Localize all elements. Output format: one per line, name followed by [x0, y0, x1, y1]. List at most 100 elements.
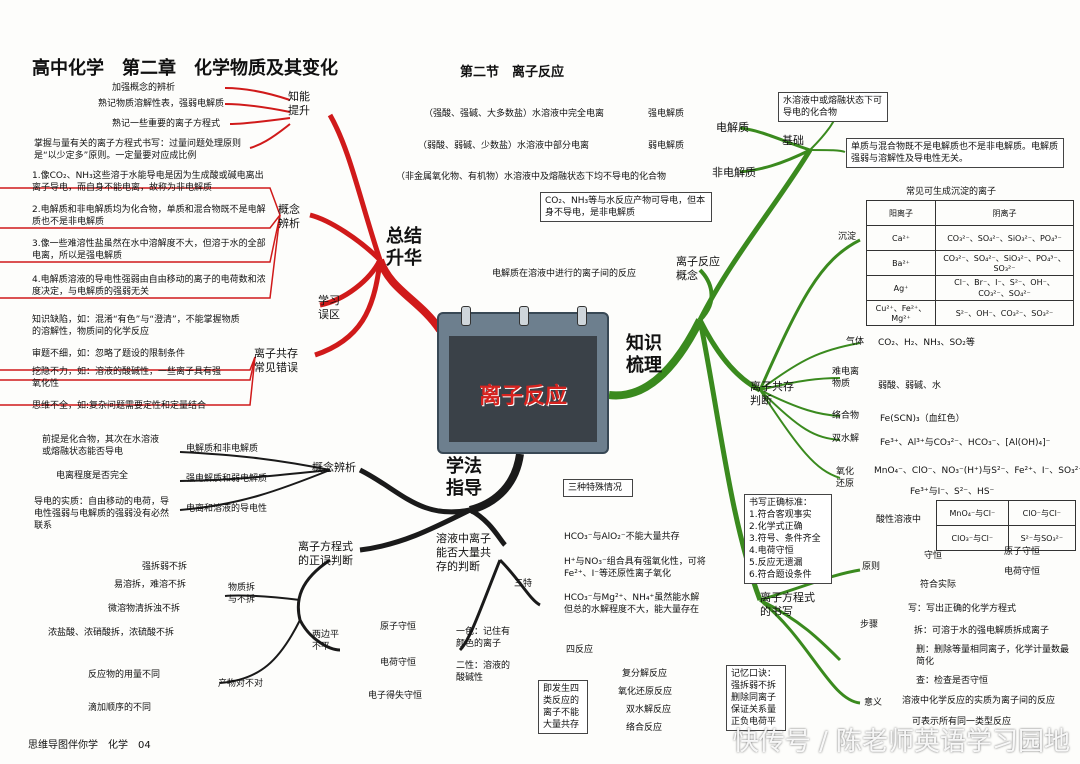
acid-cell: ClO⁻与Cl⁻ — [1007, 500, 1077, 526]
concept-item: 4.电解质溶液的导电性强弱由自由移动的离子的电荷数和浓度决定，与电解质的强弱无关 — [32, 275, 266, 297]
method-concept-name: 强电解质和弱电解质 — [186, 474, 268, 484]
fact-label: 符合实际 — [920, 580, 957, 590]
error-item: 思维不全，如:复杂问题需要定性和定量结合 — [32, 401, 207, 411]
method-concept-desc: 电离程度是否完全 — [56, 471, 129, 481]
coexist-label: 离子共存 判断 — [750, 380, 794, 407]
method-concept-desc: 导电的实质：自由移动的电荷，导电性强弱与电解质的强弱没有必然联系 — [34, 497, 170, 531]
strong-desc: （强酸、强碱、大多数盐）水溶液中完全电离 — [424, 109, 605, 119]
balance-label: 两边平 不平 — [312, 630, 340, 652]
special-item: HCO₃⁻与Mg²⁺、NH₄⁺虽然能水解但总的水解程度不大，能大量存在 — [564, 593, 700, 615]
conserve-item: 原子守恒 — [1004, 547, 1041, 557]
weak-sub-desc: 弱酸、弱碱、水 — [878, 381, 942, 391]
watermark: 快传号 / 陈老师英语学习园地 — [732, 727, 1070, 757]
mistakes-label: 学习 误区 — [318, 294, 340, 321]
concept-item: 1.像CO₂、NH₃这些溶于水能导电是因为生成酸或碱电离出离子导电，而自身不能电… — [32, 171, 264, 193]
method-concept-desc: 前提是化合物，其次在水溶液或熔融状态能否导电 — [42, 435, 160, 457]
balance-item: 原子守恒 — [380, 622, 417, 632]
mnemonic-box: 记忆口诀： 强拆弱不拆 删除同离子 保证关系量 正负电荷平 — [726, 665, 786, 731]
steps-label: 步骤 — [860, 620, 879, 630]
meaning-item: 溶液中化学反应的实质为离子间的反应 — [902, 696, 1056, 706]
precip-table: 阳离子阴离子 Ca²⁺CO₃²⁻、SO₄²⁻、SiO₃²⁻、PO₄³⁻ Ba²⁺… — [866, 200, 1075, 326]
coexist-judge-label: 溶液中离子 能否大量共 存的判断 — [436, 532, 491, 573]
meaning-label: 意义 — [864, 698, 883, 708]
hydro-label: 双水解 — [832, 434, 860, 444]
ability-item: 熟记物质溶解性表，强弱电解质 — [98, 99, 225, 109]
acid-cell: ClO₃⁻与Cl⁻ — [936, 525, 1009, 551]
precip-head: 阳离子 — [866, 200, 936, 226]
four-note: 即发生四类反应的离子不能大量共存 — [538, 680, 588, 734]
knowledge-label: 知识 梳理 — [626, 333, 662, 376]
step-item: 查：检查是否守恒 — [916, 676, 989, 686]
basic-label: 基础 — [782, 134, 804, 147]
acid-cell: S²⁻与SO₃²⁻ — [1007, 525, 1077, 551]
acid-cell: MnO₄⁻与Cl⁻ — [936, 500, 1009, 526]
precip-anion: S²⁻、OH⁻、CO₃²⁻、SO₃²⁻ — [934, 300, 1075, 326]
amount-item: 滴加顺序的不同 — [88, 703, 152, 713]
four-item: 复分解反应 — [622, 669, 668, 679]
gas-desc: CO₂、H₂、NH₃、SO₂等 — [878, 338, 975, 348]
footer-text: 思维导图伴你学 化学 04 — [28, 740, 151, 751]
redox-line: MnO₄⁻、ClO⁻、NO₃⁻(H⁺)与S²⁻、Fe²⁺、I⁻、SO₃²⁻ — [874, 466, 1080, 476]
center-label: 离子反应 — [478, 384, 567, 409]
strong-label: 强电解质 — [648, 109, 685, 119]
error-item: 审题不细，如：忽略了题设的限制条件 — [32, 349, 186, 359]
abilities-label: 知能 提升 — [288, 90, 310, 117]
concept-node-label: 离子反应 概念 — [676, 255, 720, 282]
split-label: 物质拆 与不拆 — [228, 583, 256, 605]
nonelectrolyte-desc: （非金属氧化物、有机物）水溶液中及熔融状态下均不导电的化合物 — [396, 172, 667, 182]
concept-item: 2.电解质和非电解质均为化合物，单质和混合物既不是电解质也不是非电解质 — [32, 205, 266, 227]
step-item: 拆：可溶于水的强电解质拆成离子 — [914, 626, 1050, 636]
method-concept-name: 电离和溶液的导电性 — [186, 504, 268, 514]
color-item: 一色：记住有颜色的离子 — [456, 627, 511, 649]
binder-ring-icon — [461, 306, 471, 326]
section-title: 第二节 离子反应 — [460, 65, 565, 80]
amount-label: 产物对不对 — [218, 679, 264, 689]
precip-head: 阴离子 — [934, 200, 1075, 226]
amount-item: 反应物的用量不同 — [88, 670, 161, 680]
mistake-item: 知识缺陷，如：混淆“有色”与“澄清”，不能掌握物质的溶解性，物质间的化学反应 — [32, 315, 240, 337]
ability-item: 加强概念的辨析 — [112, 83, 176, 93]
split-item: 浓盐酸、浓硝酸拆，浓硫酸不拆 — [48, 628, 175, 638]
method-label: 学法 指导 — [446, 456, 482, 499]
ability-item: 掌握与量有关的离子方程式书写：过量问题处理原则是“以少定多”原则。一定量要对应成… — [34, 139, 242, 161]
precip-cation: Cu²⁺、Fe²⁺、Mg²⁺ — [866, 300, 936, 326]
weak-label: 弱电解质 — [648, 141, 685, 151]
conserve-label: 守恒 — [924, 551, 943, 561]
balance-item: 电子得失守恒 — [368, 691, 423, 701]
step-item: 写：写出正确的化学方程式 — [908, 604, 1017, 614]
complex-label: 络合物 — [832, 411, 860, 421]
basic-note: 单质与混合物既不是电解质也不是非电解质。电解质强弱与溶解性及导电性无关。 — [846, 138, 1064, 168]
split-item: 易溶拆，难溶不拆 — [114, 580, 187, 590]
concept-label: 概念 辨析 — [278, 203, 300, 230]
weak-sub-label: 难电离 物质 — [832, 367, 860, 389]
redox-label: 氧化 还原 — [836, 467, 855, 489]
precip-cation: Ca²⁺ — [866, 225, 936, 251]
concept-node-desc: 电解质在溶液中进行的离子间的反应 — [492, 269, 637, 279]
precip-anion: Cl⁻、Br⁻、I⁻、S²⁻、OH⁻、CO₃²⁻、SO₄²⁻ — [934, 275, 1075, 301]
meaning-item: 可表示所有同一类型反应 — [912, 717, 1012, 727]
four-label: 四反应 — [566, 645, 594, 655]
special-item: HCO₃⁻与AlO₂⁻不能大量共存 — [564, 532, 680, 542]
nonelectrolyte-label: 非电解质 — [712, 166, 756, 179]
acid-label: 酸性溶液中 — [876, 515, 922, 525]
gas-label: 气体 — [846, 337, 865, 347]
ability-item: 熟记一些重要的离子方程式 — [112, 119, 221, 129]
equation-write-label: 离子方程式 的书写 — [760, 591, 815, 618]
method-concept-name: 电解质和非电解质 — [186, 444, 259, 454]
special-head: 三种特殊情况 — [563, 479, 633, 497]
method-concept-label: 概念辨析 — [312, 461, 356, 474]
equation-judge-label: 离子方程式 的正误判断 — [298, 540, 353, 567]
four-item: 氧化还原反应 — [618, 687, 673, 697]
precip-cation: Ag⁺ — [866, 275, 936, 301]
nonelectrolyte-note: CO₂、NH₃等与水反应产物可导电，但本身不导电，是非电解质 — [540, 192, 712, 222]
principle-label: 原则 — [862, 562, 881, 572]
split-item: 强拆弱不拆 — [142, 562, 188, 572]
complex-desc: Fe(SCN)₃（血红色） — [880, 414, 965, 424]
lab-image: 离子反应 — [449, 336, 597, 442]
binder-ring-icon — [577, 306, 587, 326]
conserve-item: 电荷守恒 — [1004, 567, 1041, 577]
weak-desc: （弱酸、弱碱、少数盐）水溶液中部分电离 — [418, 141, 590, 151]
summary-label: 总结 升华 — [386, 226, 422, 269]
concept-item: 3.像一些难溶性盐虽然在水中溶解度不大，但溶于水的全部电离，所以是强电解质 — [32, 239, 266, 261]
binder-ring-icon — [519, 306, 529, 326]
